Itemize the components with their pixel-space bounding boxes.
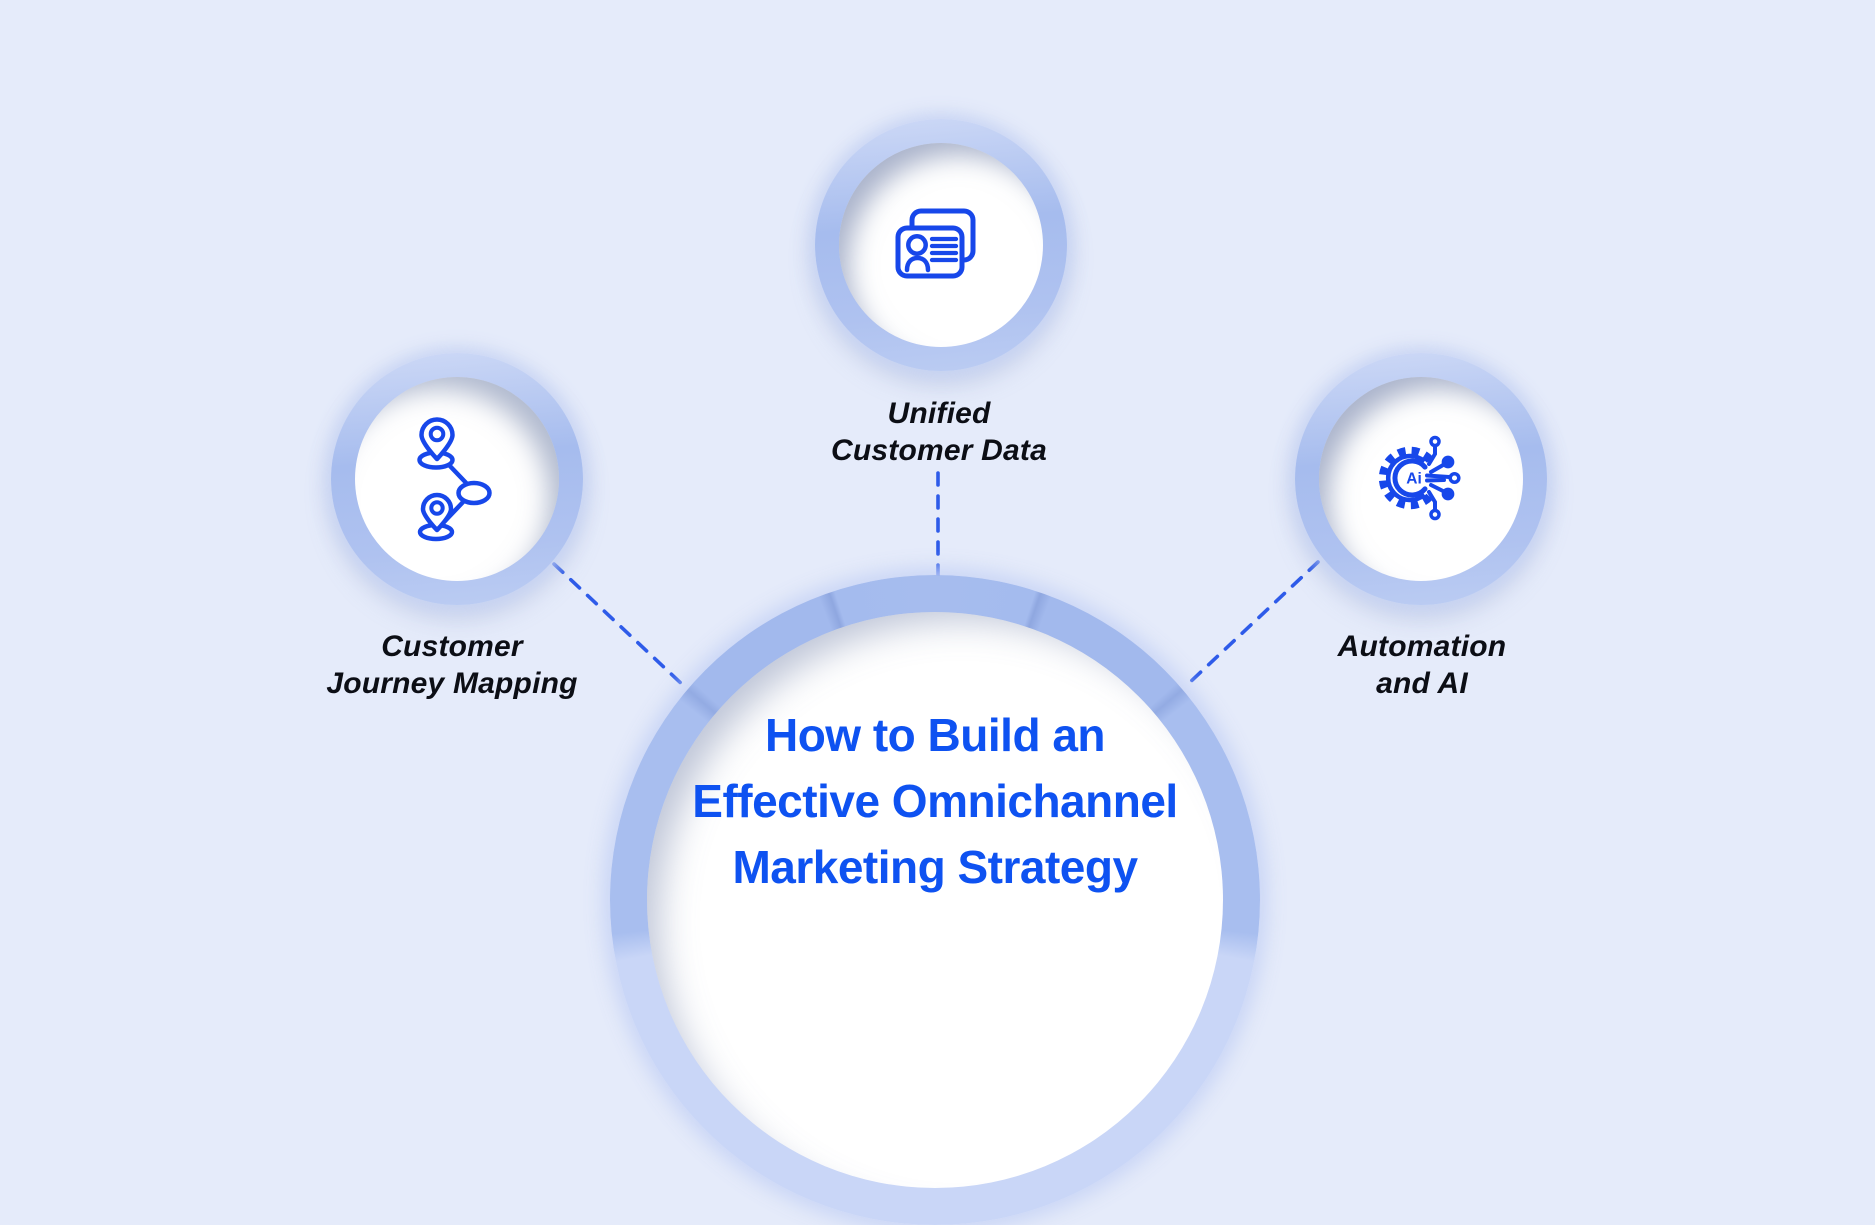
main-title-line-2: Effective Omnichannel	[692, 775, 1178, 827]
node-customer-journey-mapping-face	[355, 377, 559, 581]
ai-gear-icon-label: Ai	[1406, 471, 1422, 488]
main-title-line-3: Marketing Strategy	[732, 841, 1138, 893]
label-line: Customer Data	[831, 434, 1047, 467]
label-unified-customer-data: Unified Customer Data	[769, 395, 1109, 469]
infographic-canvas: { "background_color": "#e5ebfa", "colors…	[282, 119, 1592, 1225]
central-circle	[647, 612, 1223, 1188]
ai-gear-icon: Ai	[1378, 435, 1461, 521]
label-line: Journey Mapping	[326, 667, 578, 700]
contact-cards-icon	[895, 208, 976, 279]
label-line: and AI	[1376, 667, 1468, 700]
journey-map-icon	[417, 417, 492, 542]
node-customer-journey-mapping	[331, 353, 583, 605]
label-line: Automation	[1337, 630, 1507, 663]
label-line: Customer	[381, 630, 523, 663]
label-customer-journey-mapping: Customer Journey Mapping	[282, 628, 622, 702]
central-circle-ring	[610, 575, 1260, 1225]
label-automation-and-ai: Automation and AI	[1252, 628, 1592, 702]
main-title: How to Build an Effective Omnichannel Ma…	[585, 702, 1285, 900]
main-title-line-1: How to Build an	[764, 709, 1106, 761]
label-line: Unified	[887, 397, 991, 430]
